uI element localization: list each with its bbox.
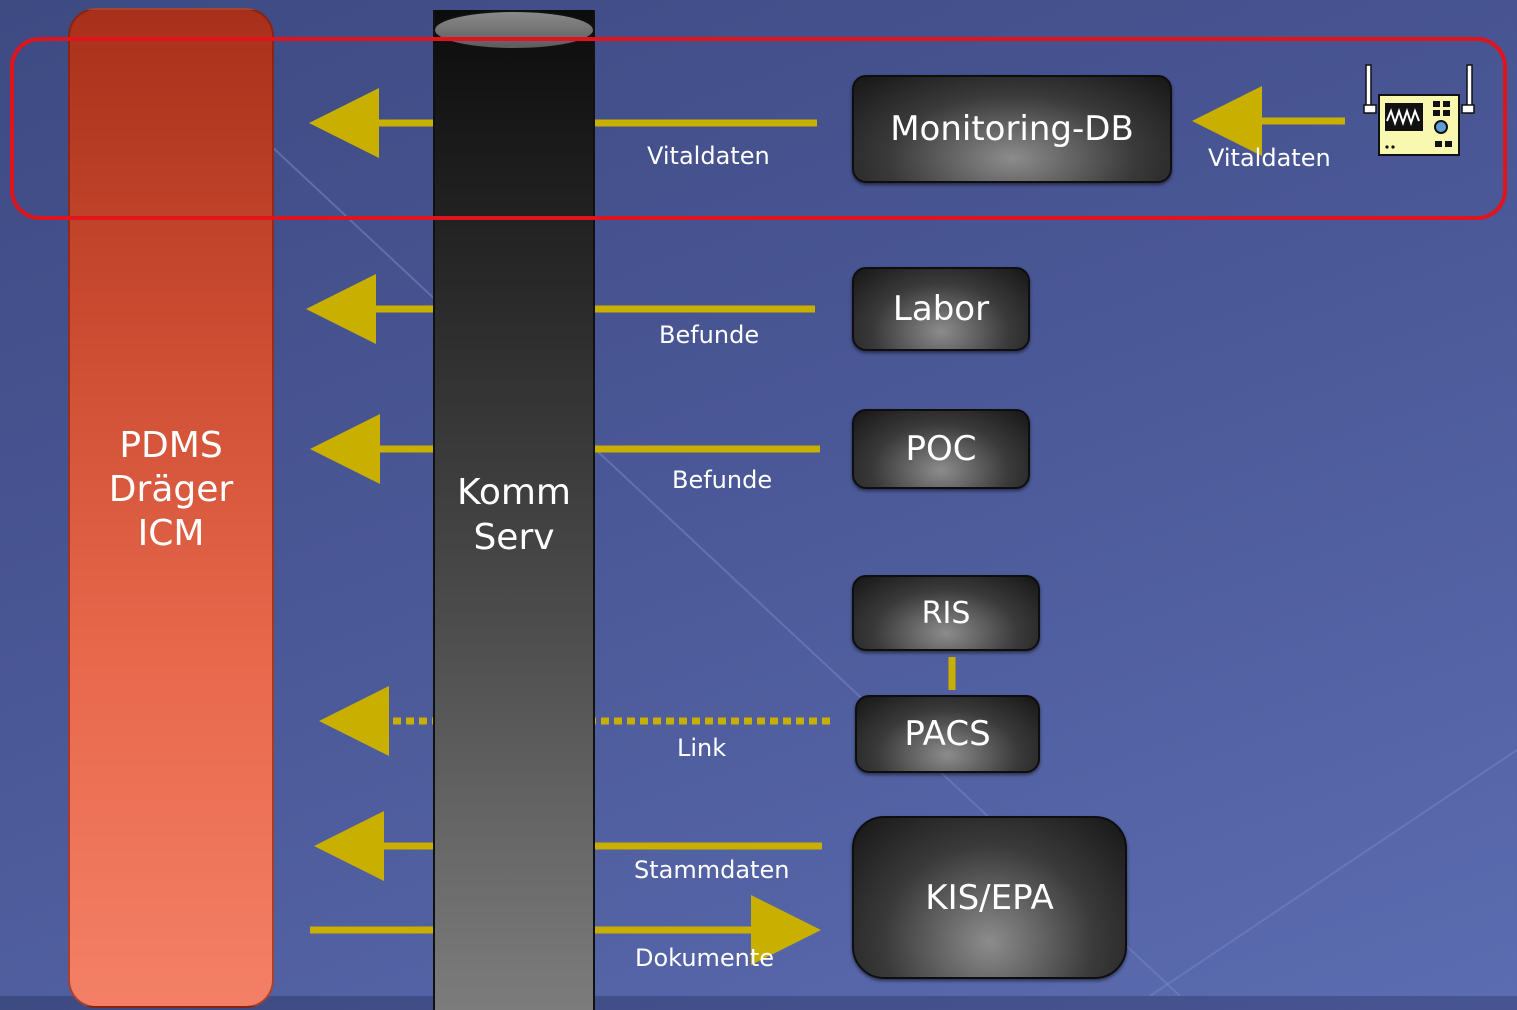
poc-box: POC [852, 409, 1030, 489]
pdms-label-2: Dräger [108, 469, 234, 510]
monitoring-db-box: Monitoring-DB [852, 75, 1172, 183]
comm-server-top [433, 10, 595, 50]
comm-server-label-2: Serv [473, 517, 555, 558]
poc-label: POC [905, 429, 977, 469]
pdms-column: PDMS Dräger ICM [68, 8, 274, 1008]
monitor-device-icon [1363, 64, 1475, 156]
comm-server-label: Komm Serv [433, 470, 595, 560]
label-vitaldaten-device: Vitaldaten [1208, 144, 1331, 172]
pdms-label-3: ICM [137, 513, 205, 554]
label-link-pacs: Link [677, 734, 727, 762]
monitoring-db-label: Monitoring-DB [890, 109, 1134, 149]
pdms-label-1: PDMS [119, 425, 223, 466]
label-befunde-labor: Befunde [659, 321, 760, 349]
comm-server-cylinder [433, 10, 595, 1010]
kis-epa-box: KIS/EPA [852, 816, 1127, 979]
label-befunde-poc: Befunde [672, 466, 773, 494]
kis-epa-label: KIS/EPA [925, 877, 1054, 918]
label-vitaldaten-monitoring: Vitaldaten [647, 142, 770, 170]
labor-label: Labor [892, 289, 990, 329]
ris-box: RIS [852, 575, 1040, 651]
comm-server-label-1: Komm [457, 472, 571, 513]
label-stammdaten: Stammdaten [634, 856, 790, 884]
ris-label: RIS [921, 595, 971, 631]
labor-box: Labor [852, 267, 1030, 351]
pacs-box: PACS [855, 695, 1040, 773]
pacs-label: PACS [904, 714, 991, 754]
label-dokumente: Dokumente [635, 944, 775, 972]
